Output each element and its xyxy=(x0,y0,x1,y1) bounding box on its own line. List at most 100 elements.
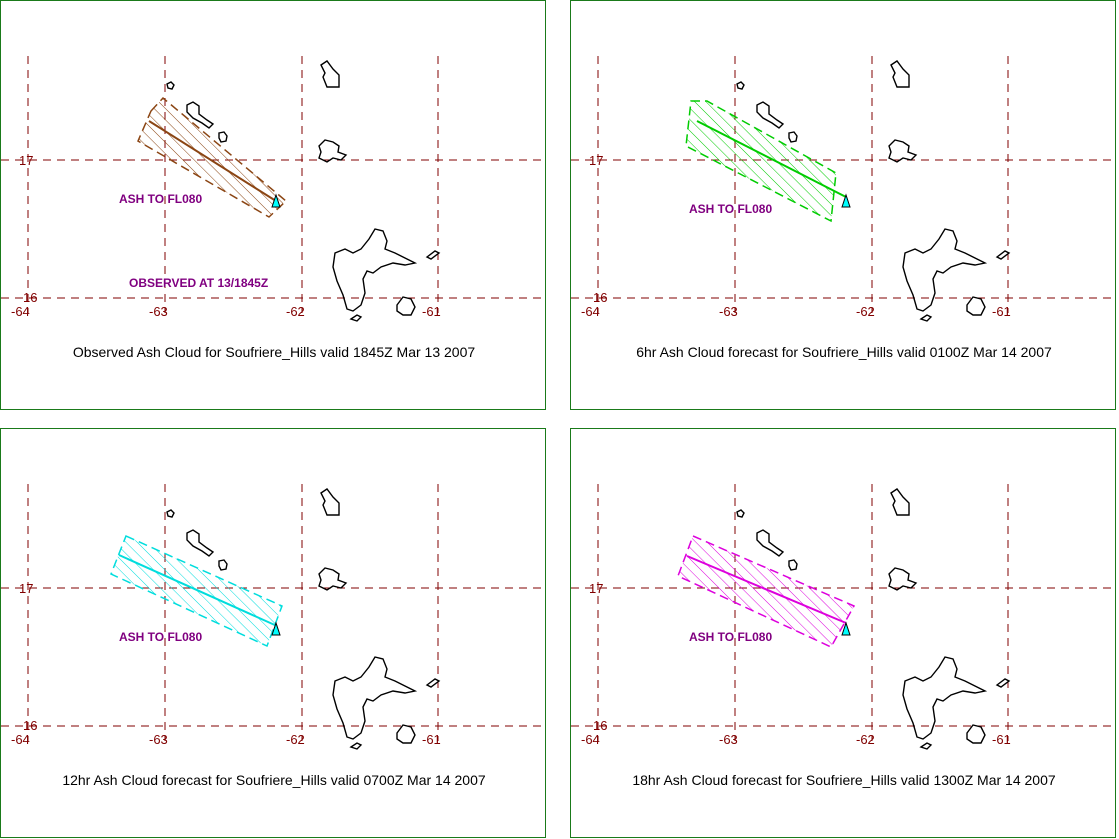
island-outline xyxy=(332,656,418,740)
island-outline xyxy=(425,250,441,260)
island-outline xyxy=(966,724,986,744)
ash-cloud-axis xyxy=(118,554,278,627)
ash-label: ASH TO FL080 xyxy=(689,630,772,644)
panel-caption: 18hr Ash Cloud forecast for Soufriere_Hi… xyxy=(632,772,1056,788)
panel-caption: 12hr Ash Cloud forecast for Soufriere_Hi… xyxy=(62,772,486,788)
island-outline xyxy=(218,131,228,143)
coastlines xyxy=(166,60,441,322)
island-outline xyxy=(888,567,918,591)
lat-label-16: 16 xyxy=(593,290,607,305)
ash-cloud-area xyxy=(677,534,856,648)
island-outline xyxy=(736,509,745,518)
lat-lon-grid xyxy=(571,484,1117,741)
island-outline xyxy=(995,250,1011,260)
island-outline xyxy=(425,678,441,688)
ash-map-observed: ASH TO FL080 OBSERVED AT 13/1845Z 17 16 … xyxy=(1,56,547,322)
island-outline xyxy=(890,488,910,516)
island-outline xyxy=(218,559,228,571)
ash-cloud-axis xyxy=(686,555,847,624)
ash-label: ASH TO FL080 xyxy=(689,202,772,216)
island-outline xyxy=(788,131,798,143)
island-outline xyxy=(902,656,988,740)
island-outline xyxy=(318,139,348,163)
observed-label: OBSERVED AT 13/1845Z xyxy=(129,276,268,290)
lat-label-16: 16 xyxy=(23,718,37,733)
island-outline xyxy=(966,296,986,316)
ash-map-18hr: ASH TO FL080 17 16 -64 -63 -62 -61 xyxy=(571,484,1117,750)
ash-map-6hr: ASH TO FL080 17 16 -64 -63 -62 -61 xyxy=(571,56,1117,322)
island-outline xyxy=(186,101,215,129)
map-panel-observed: ASH TO FL080 OBSERVED AT 13/1845Z 17 16 … xyxy=(0,0,547,410)
lon-label-63: -63 xyxy=(149,304,168,319)
lon-label-63: -63 xyxy=(149,732,168,747)
lon-label-64: -64 xyxy=(11,732,30,747)
volcano-marker-icon xyxy=(271,193,281,208)
coastlines xyxy=(736,60,1011,322)
island-outline xyxy=(349,314,363,322)
lon-label-64: -64 xyxy=(581,304,600,319)
ash-map-12hr: ASH TO FL080 17 16 -64 -63 -62 -61 xyxy=(1,484,547,750)
volcano-triangle xyxy=(271,621,281,636)
volcano-marker-icon xyxy=(271,621,281,636)
ash-cloud-polygon xyxy=(685,100,847,223)
ash-cloud-polygon xyxy=(137,96,288,218)
ash-cloud-axis xyxy=(148,120,277,202)
ash-label: ASH TO FL080 xyxy=(119,630,202,644)
coastlines xyxy=(166,488,441,750)
island-outline xyxy=(318,567,348,591)
lat-lon-grid xyxy=(571,56,1117,313)
island-outline xyxy=(888,139,918,163)
island-outline xyxy=(349,742,363,750)
lon-label-64: -64 xyxy=(11,304,30,319)
lat-label-17: 17 xyxy=(589,153,603,168)
island-outline xyxy=(166,509,175,518)
volcano-marker-icon xyxy=(841,621,851,636)
lon-label-62: -62 xyxy=(856,304,875,319)
volcano-triangle xyxy=(271,193,281,208)
coastlines xyxy=(736,488,1011,750)
island-outline xyxy=(919,314,933,322)
island-outline xyxy=(995,678,1011,688)
map-panel-12hr: ASH TO FL080 17 16 -64 -63 -62 -61 12hr … xyxy=(0,428,547,838)
lon-label-63: -63 xyxy=(719,304,738,319)
lat-lon-grid xyxy=(1,484,547,741)
island-outline xyxy=(332,228,418,312)
ash-cloud-axis xyxy=(696,120,847,198)
ash-cloud-polygon xyxy=(110,534,283,648)
ash-cloud-area xyxy=(110,534,283,648)
lon-label-61: -61 xyxy=(992,732,1011,747)
panel-caption: Observed Ash Cloud for Soufriere_Hills v… xyxy=(72,344,476,360)
lon-label-64: -64 xyxy=(581,732,600,747)
panel-caption: 6hr Ash Cloud forecast for Soufriere_Hil… xyxy=(636,344,1052,360)
ash-cloud-area xyxy=(685,100,837,223)
island-outline xyxy=(756,529,785,557)
map-panel-6hr: ASH TO FL080 17 16 -64 -63 -62 -61 6hr A… xyxy=(570,0,1117,410)
lon-label-61: -61 xyxy=(422,732,441,747)
lat-label-16: 16 xyxy=(593,718,607,733)
island-outline xyxy=(788,559,798,571)
island-outline xyxy=(890,60,910,88)
island-outline xyxy=(756,101,785,129)
volcano-triangle xyxy=(841,621,851,636)
map-panel-18hr: ASH TO FL080 17 16 -64 -63 -62 -61 18hr … xyxy=(570,428,1117,838)
island-outline xyxy=(320,488,340,516)
lon-label-62: -62 xyxy=(856,732,875,747)
island-outline xyxy=(396,724,416,744)
lat-label-17: 17 xyxy=(19,581,33,596)
lon-label-61: -61 xyxy=(992,304,1011,319)
island-outline xyxy=(320,60,340,88)
lat-lon-grid xyxy=(1,56,547,313)
island-outline xyxy=(919,742,933,750)
ash-label: ASH TO FL080 xyxy=(119,192,202,206)
ash-cloud-polygon xyxy=(677,534,856,648)
lon-label-61: -61 xyxy=(422,304,441,319)
island-outline xyxy=(166,81,175,90)
lon-label-62: -62 xyxy=(286,732,305,747)
island-outline xyxy=(902,228,988,312)
lat-label-17: 17 xyxy=(19,153,33,168)
lon-label-63: -63 xyxy=(719,732,738,747)
volcano-triangle xyxy=(841,193,851,208)
lon-label-62: -62 xyxy=(286,304,305,319)
ash-cloud-area xyxy=(137,96,288,218)
volcano-marker-icon xyxy=(841,193,851,208)
